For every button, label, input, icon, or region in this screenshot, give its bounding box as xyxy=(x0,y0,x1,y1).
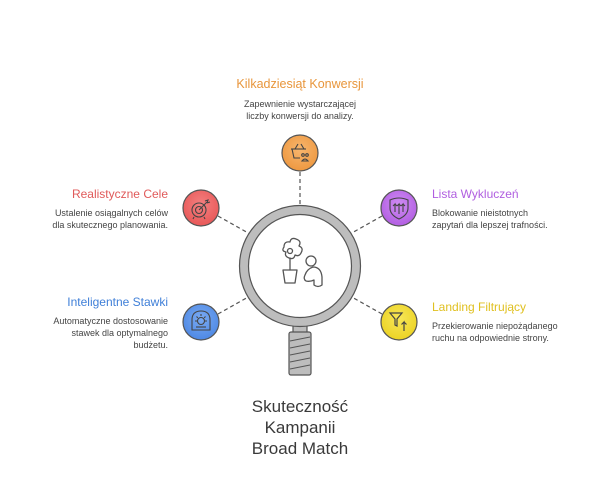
target-icon xyxy=(191,199,211,220)
item-desc-konwersje: Zapewnienie wystarczającej liczby konwer… xyxy=(200,98,400,122)
desc-line: liczby konwersji do analizy. xyxy=(246,111,354,121)
smart-device-icon xyxy=(191,310,211,331)
plant-and-person-icon xyxy=(282,237,323,288)
desc-line: Zapewnienie wystarczającej xyxy=(243,99,357,109)
desc-line: ruchu na odpowiednie strony. xyxy=(432,333,549,343)
connector-purple xyxy=(349,215,383,235)
item-title-konwersje: Kilkadziesiąt Konwersji xyxy=(236,77,364,91)
desc-line: stawek dla optymalnego xyxy=(71,328,168,338)
shopping-basket-icon xyxy=(291,143,310,162)
center-title-line: Kampanii xyxy=(264,418,336,437)
desc-line: Blokowanie nieistotnych xyxy=(432,208,529,218)
item-desc-wykluczenia: Blokowanie nieistotnych zapytań dla leps… xyxy=(432,207,592,231)
connector-blue xyxy=(217,295,251,315)
desc-line: dla skutecznego planowania. xyxy=(52,220,168,230)
item-circle-stawki xyxy=(182,303,220,341)
item-title-stawki: Inteligentne Stawki xyxy=(67,295,168,309)
center-title-line: Broad Match xyxy=(251,439,349,458)
center-title-line: Skuteczność xyxy=(251,397,349,416)
item-desc-stawki: Automatyczne dostosowanie stawek dla opt… xyxy=(20,315,168,351)
desc-line: zapytań dla lepszej trafności. xyxy=(432,220,548,230)
magnifier-icon xyxy=(238,204,362,376)
desc-line: Ustalenie osiągalnych celów xyxy=(54,208,168,218)
center-title: Skuteczność Kampanii Broad Match xyxy=(200,396,400,459)
connector-yellow xyxy=(349,295,383,315)
desc-line: budżetu. xyxy=(133,340,168,350)
item-title-wykluczenia: Lista Wykluczeń xyxy=(432,187,519,201)
item-title-landing: Landing Filtrujący xyxy=(432,300,527,314)
item-desc-cele: Ustalenie osiągalnych celów dla skuteczn… xyxy=(20,207,168,231)
item-circle-konwersje xyxy=(281,134,319,172)
item-title-cele: Realistyczne Cele xyxy=(71,187,168,201)
filter-arrow-icon xyxy=(388,312,407,331)
desc-line: Przekierowanie niepożądanego xyxy=(432,321,558,331)
item-circle-wykluczenia xyxy=(380,189,418,227)
desc-line: Automatyczne dostosowanie xyxy=(53,316,168,326)
shield-arrows-icon xyxy=(389,197,409,220)
item-circle-cele xyxy=(182,189,220,227)
connector-red xyxy=(217,215,251,235)
item-circle-landing xyxy=(380,303,418,341)
item-desc-landing: Przekierowanie niepożądanego ruchu na od… xyxy=(432,320,592,344)
